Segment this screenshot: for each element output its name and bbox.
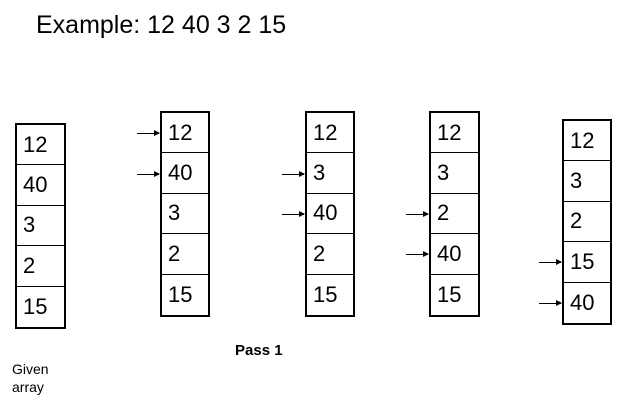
- given-caption-line-1: Given: [12, 361, 49, 377]
- array-cell: 12: [162, 113, 208, 154]
- array-cell: 15: [313, 281, 338, 307]
- compare-arrow-icon: [539, 259, 562, 266]
- given-array-caption: Given array: [12, 360, 49, 396]
- compare-arrow-icon: [137, 170, 160, 177]
- array-cell: 2: [162, 234, 208, 275]
- array-cell: 12: [564, 121, 610, 162]
- pass-caption: Pass 1: [235, 342, 283, 359]
- compare-arrow-icon: [539, 299, 562, 306]
- array-cell: 15: [437, 281, 462, 307]
- array-cell: 40: [162, 153, 208, 194]
- array-cell: 40: [570, 289, 595, 315]
- compare-arrow-icon: [406, 211, 429, 217]
- array-cell: 40: [307, 194, 353, 235]
- given-caption-line-2: array: [12, 379, 44, 395]
- array-cell: 12: [307, 113, 353, 154]
- array-cell: 15: [168, 281, 193, 307]
- array-cell: 3: [307, 153, 353, 194]
- array-cell: 40: [431, 234, 478, 275]
- array-cell: 12: [431, 113, 478, 154]
- compare-arrow-icon: [282, 211, 305, 217]
- array-cell: 40: [17, 165, 64, 206]
- array-cell: 2: [307, 234, 353, 275]
- array-cell: 3: [564, 161, 610, 202]
- array-cell: 2: [431, 194, 478, 235]
- array-cell: 3: [431, 153, 478, 194]
- compare-arrow-icon: [406, 251, 429, 258]
- array-cell: 3: [162, 194, 208, 235]
- compare-arrow-icon: [282, 170, 305, 177]
- array-cell: 15: [23, 293, 48, 319]
- array-cell: 2: [564, 202, 610, 243]
- diagram-title: Example: 12 40 3 2 15: [36, 11, 287, 39]
- array-cell: 3: [17, 206, 64, 247]
- compare-arrow-icon: [137, 130, 160, 137]
- array-cell: 2: [17, 246, 64, 287]
- array-cell: 15: [564, 242, 610, 283]
- array-cell: 12: [17, 125, 64, 166]
